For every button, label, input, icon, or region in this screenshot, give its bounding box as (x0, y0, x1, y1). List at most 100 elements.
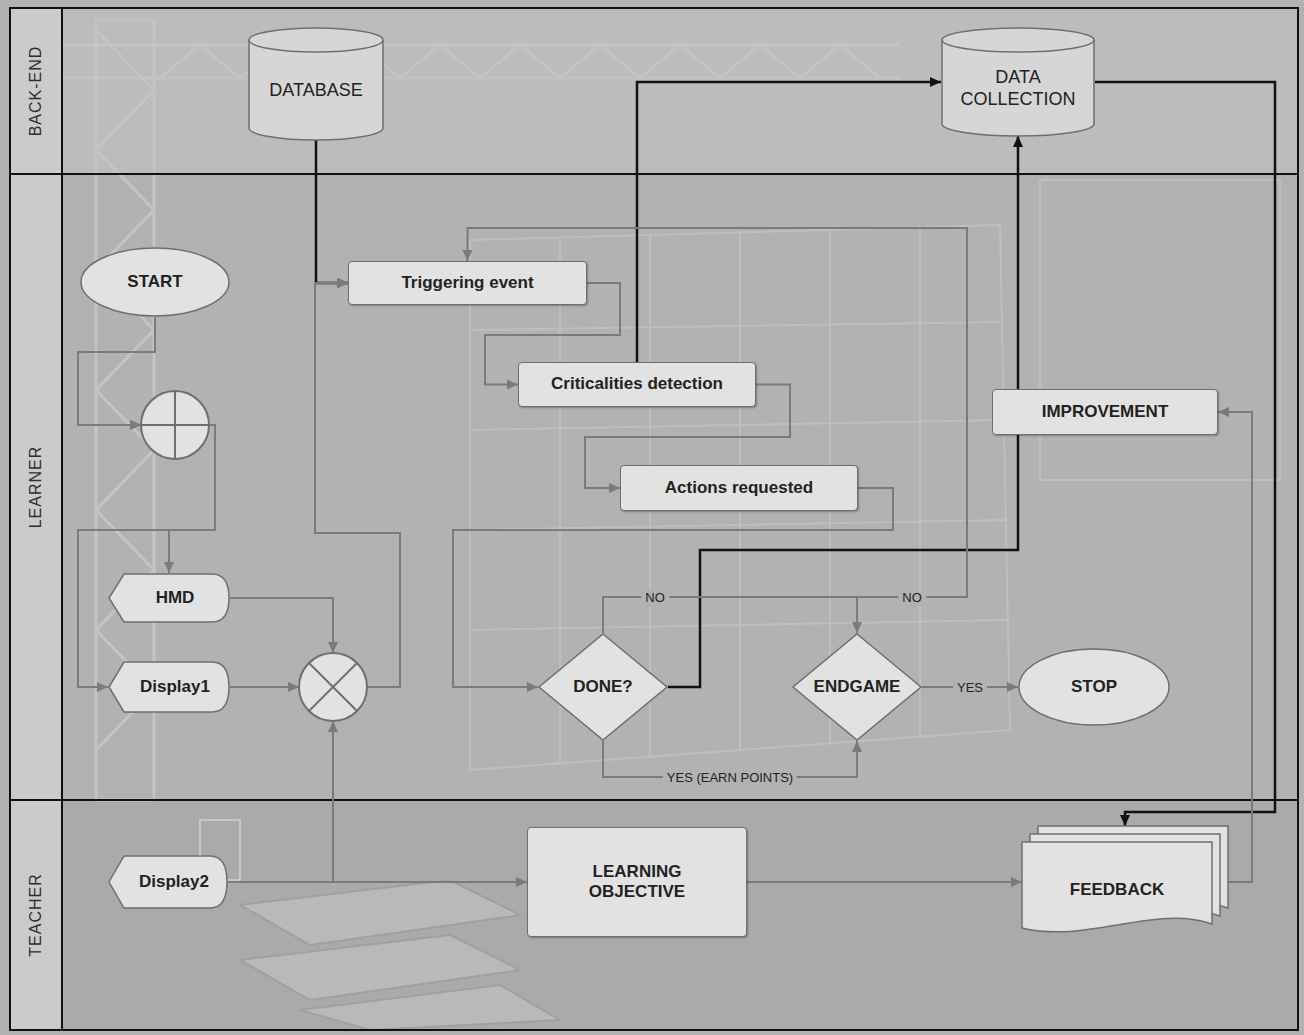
node-label: Actions requested (665, 478, 813, 498)
connector (228, 877, 527, 887)
arrowhead (463, 250, 473, 261)
cylinder-rim (942, 40, 1094, 52)
ellipse-outline (81, 248, 229, 316)
lane-label: TEACHER (27, 873, 45, 956)
connector-line (78, 317, 215, 687)
display-shape: Display2 (108, 855, 228, 909)
terminator-ellipse: START (80, 247, 230, 317)
node-label: DATA COLLECTION (953, 67, 1083, 110)
node-label: FEEDBACK (1070, 880, 1164, 900)
arrowhead (337, 278, 348, 288)
edge-label: YES (EARN POINTS) (663, 770, 797, 786)
connector (316, 140, 348, 288)
cylinder-body (942, 28, 1094, 136)
diamond-outline (539, 634, 667, 740)
arrowhead (337, 278, 348, 288)
teacher-band (10, 800, 1298, 1030)
connector-line (637, 82, 941, 362)
diamond-outline (793, 634, 921, 740)
arrowhead (97, 682, 108, 692)
node-label: DATABASE (269, 80, 362, 102)
connector-line (316, 140, 348, 283)
node-label: HMD (156, 588, 195, 608)
edge-label: YES (953, 680, 987, 696)
node-label: STOP (1071, 677, 1117, 697)
node-label: Display2 (139, 872, 209, 892)
connector-line (747, 881, 1022, 883)
cylinder-body (249, 28, 383, 140)
node-label: Triggering event (401, 273, 533, 293)
arrowhead (609, 483, 620, 493)
connector-line (668, 136, 1018, 687)
lane-label-column (10, 8, 62, 1030)
arrowhead (1011, 877, 1022, 887)
process-box: Actions requested (620, 465, 858, 511)
connector-line (228, 283, 400, 882)
connector-line (228, 881, 527, 883)
arrowhead (852, 741, 862, 752)
display-shape: Display1 (108, 661, 230, 713)
decision-diamond: DONE? (538, 633, 668, 741)
database-cylinder: DATA COLLECTION (941, 28, 1095, 136)
arrowhead (1007, 682, 1018, 692)
edge-label-anchor: YES (EARN POINTS) (663, 768, 797, 786)
connector (1218, 407, 1252, 882)
process-box: Criticalities detection (518, 362, 756, 407)
connector (78, 317, 215, 692)
swimlane: LEARNER START Triggering eventCriticalitie… (10, 174, 1298, 800)
lane-label-holder: LEARNER (10, 174, 62, 800)
connector (637, 77, 941, 362)
backend-band (10, 8, 1298, 174)
building-sketch (470, 180, 1280, 770)
edge-label: NO (641, 590, 669, 606)
edge-label-anchor: NO (898, 588, 926, 606)
connector (668, 136, 1023, 687)
display-shape: HMD (108, 573, 230, 623)
node-label: Display1 (140, 677, 210, 697)
document-sheet (1022, 842, 1212, 932)
arrowhead (1013, 136, 1023, 147)
node-label: START (127, 272, 182, 292)
ellipse-outline (1019, 649, 1169, 725)
arrowhead (337, 278, 348, 288)
crates-sketch (200, 820, 560, 1030)
lane-label-holder: BACK-END (10, 8, 62, 174)
database-cylinder: DATABASE (248, 28, 384, 140)
swimlane: BACK-END DATABASE DATA COLLECTION (10, 8, 1298, 174)
display-outline (109, 662, 229, 712)
node-label: ENDGAME (814, 677, 901, 697)
swimlane: TEACHER Display2 LEARNING OBJECTIVE FEEDBAC… (10, 800, 1298, 1030)
arrowhead (328, 642, 338, 653)
crane-sketch (60, 20, 900, 800)
decision-diamond: ENDGAME (792, 633, 922, 741)
arrowhead (130, 420, 141, 430)
connector (78, 317, 215, 573)
arrowhead (130, 420, 141, 430)
process-box: Triggering event (348, 261, 587, 305)
display-outline (109, 574, 229, 622)
summing-junction-plus (141, 391, 209, 459)
arrowhead (516, 877, 527, 887)
lane-label-holder: TEACHER (10, 800, 62, 1030)
lane-label: LEARNER (27, 446, 45, 529)
cylinder-rim (249, 40, 383, 52)
node-label: LEARNING OBJECTIVE (557, 862, 717, 903)
arrowhead (164, 562, 174, 573)
arrowhead (1218, 407, 1229, 417)
node-label: DONE? (573, 677, 633, 697)
document-stack: FEEDBACK (1022, 826, 1228, 938)
lane-label: BACK-END (27, 46, 45, 137)
edge-label: NO (898, 590, 926, 606)
connector-line (453, 488, 893, 687)
arrowhead (930, 77, 941, 87)
arrowhead (527, 682, 538, 692)
process-box: IMPROVEMENT (992, 389, 1218, 435)
arrowhead (328, 721, 338, 732)
arrowhead (507, 380, 518, 390)
arrowhead (337, 278, 348, 288)
node-label: IMPROVEMENT (1042, 402, 1169, 422)
